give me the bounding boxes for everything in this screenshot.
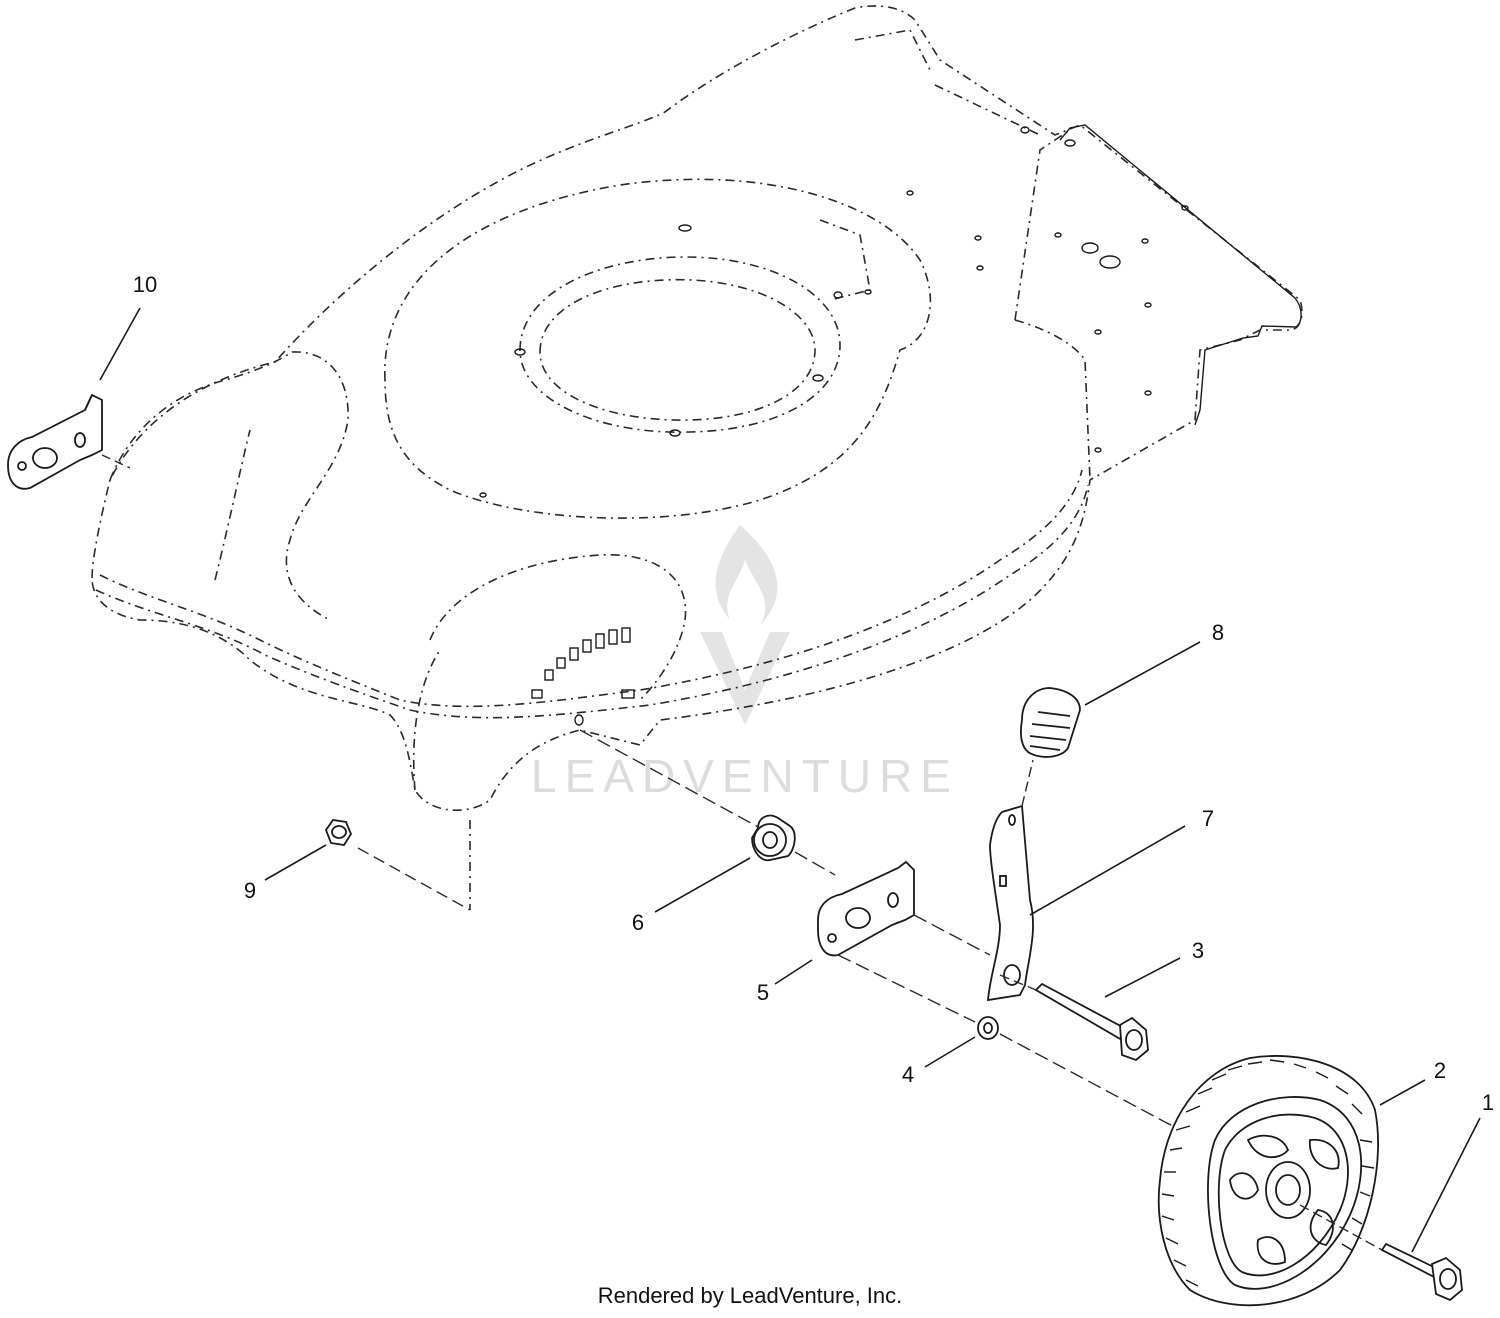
callout-5: 5: [757, 980, 769, 1005]
leader-10-phantom: [101, 454, 131, 469]
part-2-wheel: [1157, 1055, 1379, 1307]
deck-details: [479, 124, 1302, 726]
part-10-height-plate: [7, 393, 103, 490]
axis-5b: [837, 954, 976, 1023]
watermark-logo: [700, 525, 790, 725]
callout-leaders: [99, 307, 1481, 1253]
callout-4: 4: [902, 1062, 914, 1087]
callout-10: 10: [133, 272, 157, 297]
axis-9: [357, 847, 471, 911]
axis-6b: [794, 851, 836, 876]
watermark-text: LEADVENTURE: [531, 750, 959, 802]
callout-3: 3: [1192, 938, 1204, 963]
axis-6: [579, 729, 761, 829]
callout-9: 9: [244, 878, 256, 903]
callout-1: 1: [1482, 1090, 1494, 1115]
callout-7: 7: [1202, 806, 1214, 831]
part-1-wheel-bolt: [1380, 1242, 1463, 1302]
axis-4-2: [999, 1033, 1181, 1131]
axis-7-8: [1021, 759, 1034, 807]
part-5-height-plate: [817, 860, 915, 957]
mower-deck-phantom: [91, 5, 1303, 910]
rendered-by-footer: Rendered by LeadVenture, Inc.: [597, 1283, 903, 1308]
axis-1: [1299, 1204, 1383, 1251]
part-6-spacer: [751, 814, 796, 862]
part-7-lever-bracket: [987, 804, 1034, 1002]
part-9-nut: [324, 819, 353, 846]
callout-6: 6: [632, 910, 644, 935]
part-4-washer: [977, 1016, 999, 1040]
callout-labels: 10 1 2 3 4 5 6 7 8 9: [133, 272, 1494, 1115]
part-3-shoulder-bolt: [1034, 982, 1149, 1062]
callout-2: 2: [1434, 1058, 1446, 1083]
axis-3: [999, 974, 1037, 991]
callout-8: 8: [1212, 620, 1224, 645]
axis-5: [913, 914, 991, 956]
part-8-lever-knob: [1020, 687, 1081, 758]
